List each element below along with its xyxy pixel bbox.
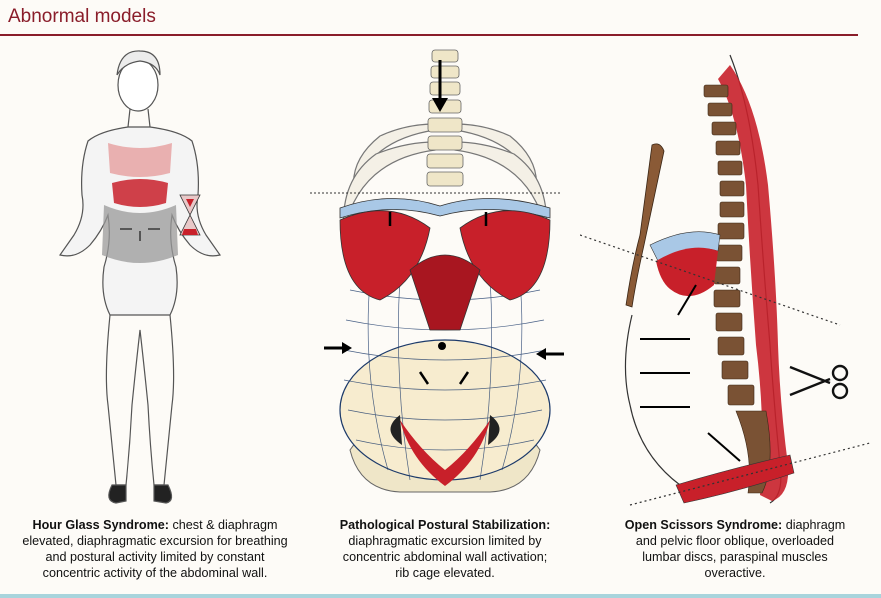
page-title: Abnormal models — [8, 6, 156, 27]
caption-postural-stabilization-line2: concentric abdominal wall activation; — [342, 550, 548, 564]
caption-hour-glass-line3: and postural activity limited by constan… — [45, 550, 265, 564]
caption-hour-glass-title: Hour Glass Syndrome: — [32, 518, 169, 532]
caption-open-scissors-line4: overactive. — [704, 566, 766, 580]
caption-postural-stabilization-title: Pathological Postural Stabilization: — [339, 518, 551, 532]
caption-postural-stabilization: Pathological Postural Stabilization: dia… — [305, 517, 585, 581]
caption-hour-glass-line2: elevated, diaphragmatic excursion for br… — [22, 534, 288, 548]
caption-open-scissors-line1: diaphragm — [785, 518, 846, 532]
caption-postural-stabilization-line3: rib cage elevated. — [395, 566, 495, 580]
open-scissors-figure — [580, 54, 871, 506]
caption-hour-glass-line4: concentric activity of the abdominal wal… — [42, 566, 268, 580]
postural-stabilization-figure — [310, 49, 564, 493]
title-divider — [0, 34, 858, 36]
caption-open-scissors-line3: lumbar discs, paraspinal muscles — [642, 550, 828, 564]
caption-open-scissors: Open Scissors Syndrome: diaphragm and pe… — [590, 517, 880, 581]
caption-hour-glass: Hour Glass Syndrome: chest & diaphragm e… — [0, 517, 310, 581]
hour-glass-figure — [59, 50, 221, 504]
bottom-divider — [0, 594, 881, 598]
caption-hour-glass-line1: chest & diaphragm — [172, 518, 278, 532]
caption-open-scissors-line2: and pelvic floor oblique, overloaded — [635, 534, 835, 548]
caption-open-scissors-title: Open Scissors Syndrome: — [624, 518, 783, 532]
caption-postural-stabilization-line1: diaphragmatic excursion limited by — [348, 534, 542, 548]
